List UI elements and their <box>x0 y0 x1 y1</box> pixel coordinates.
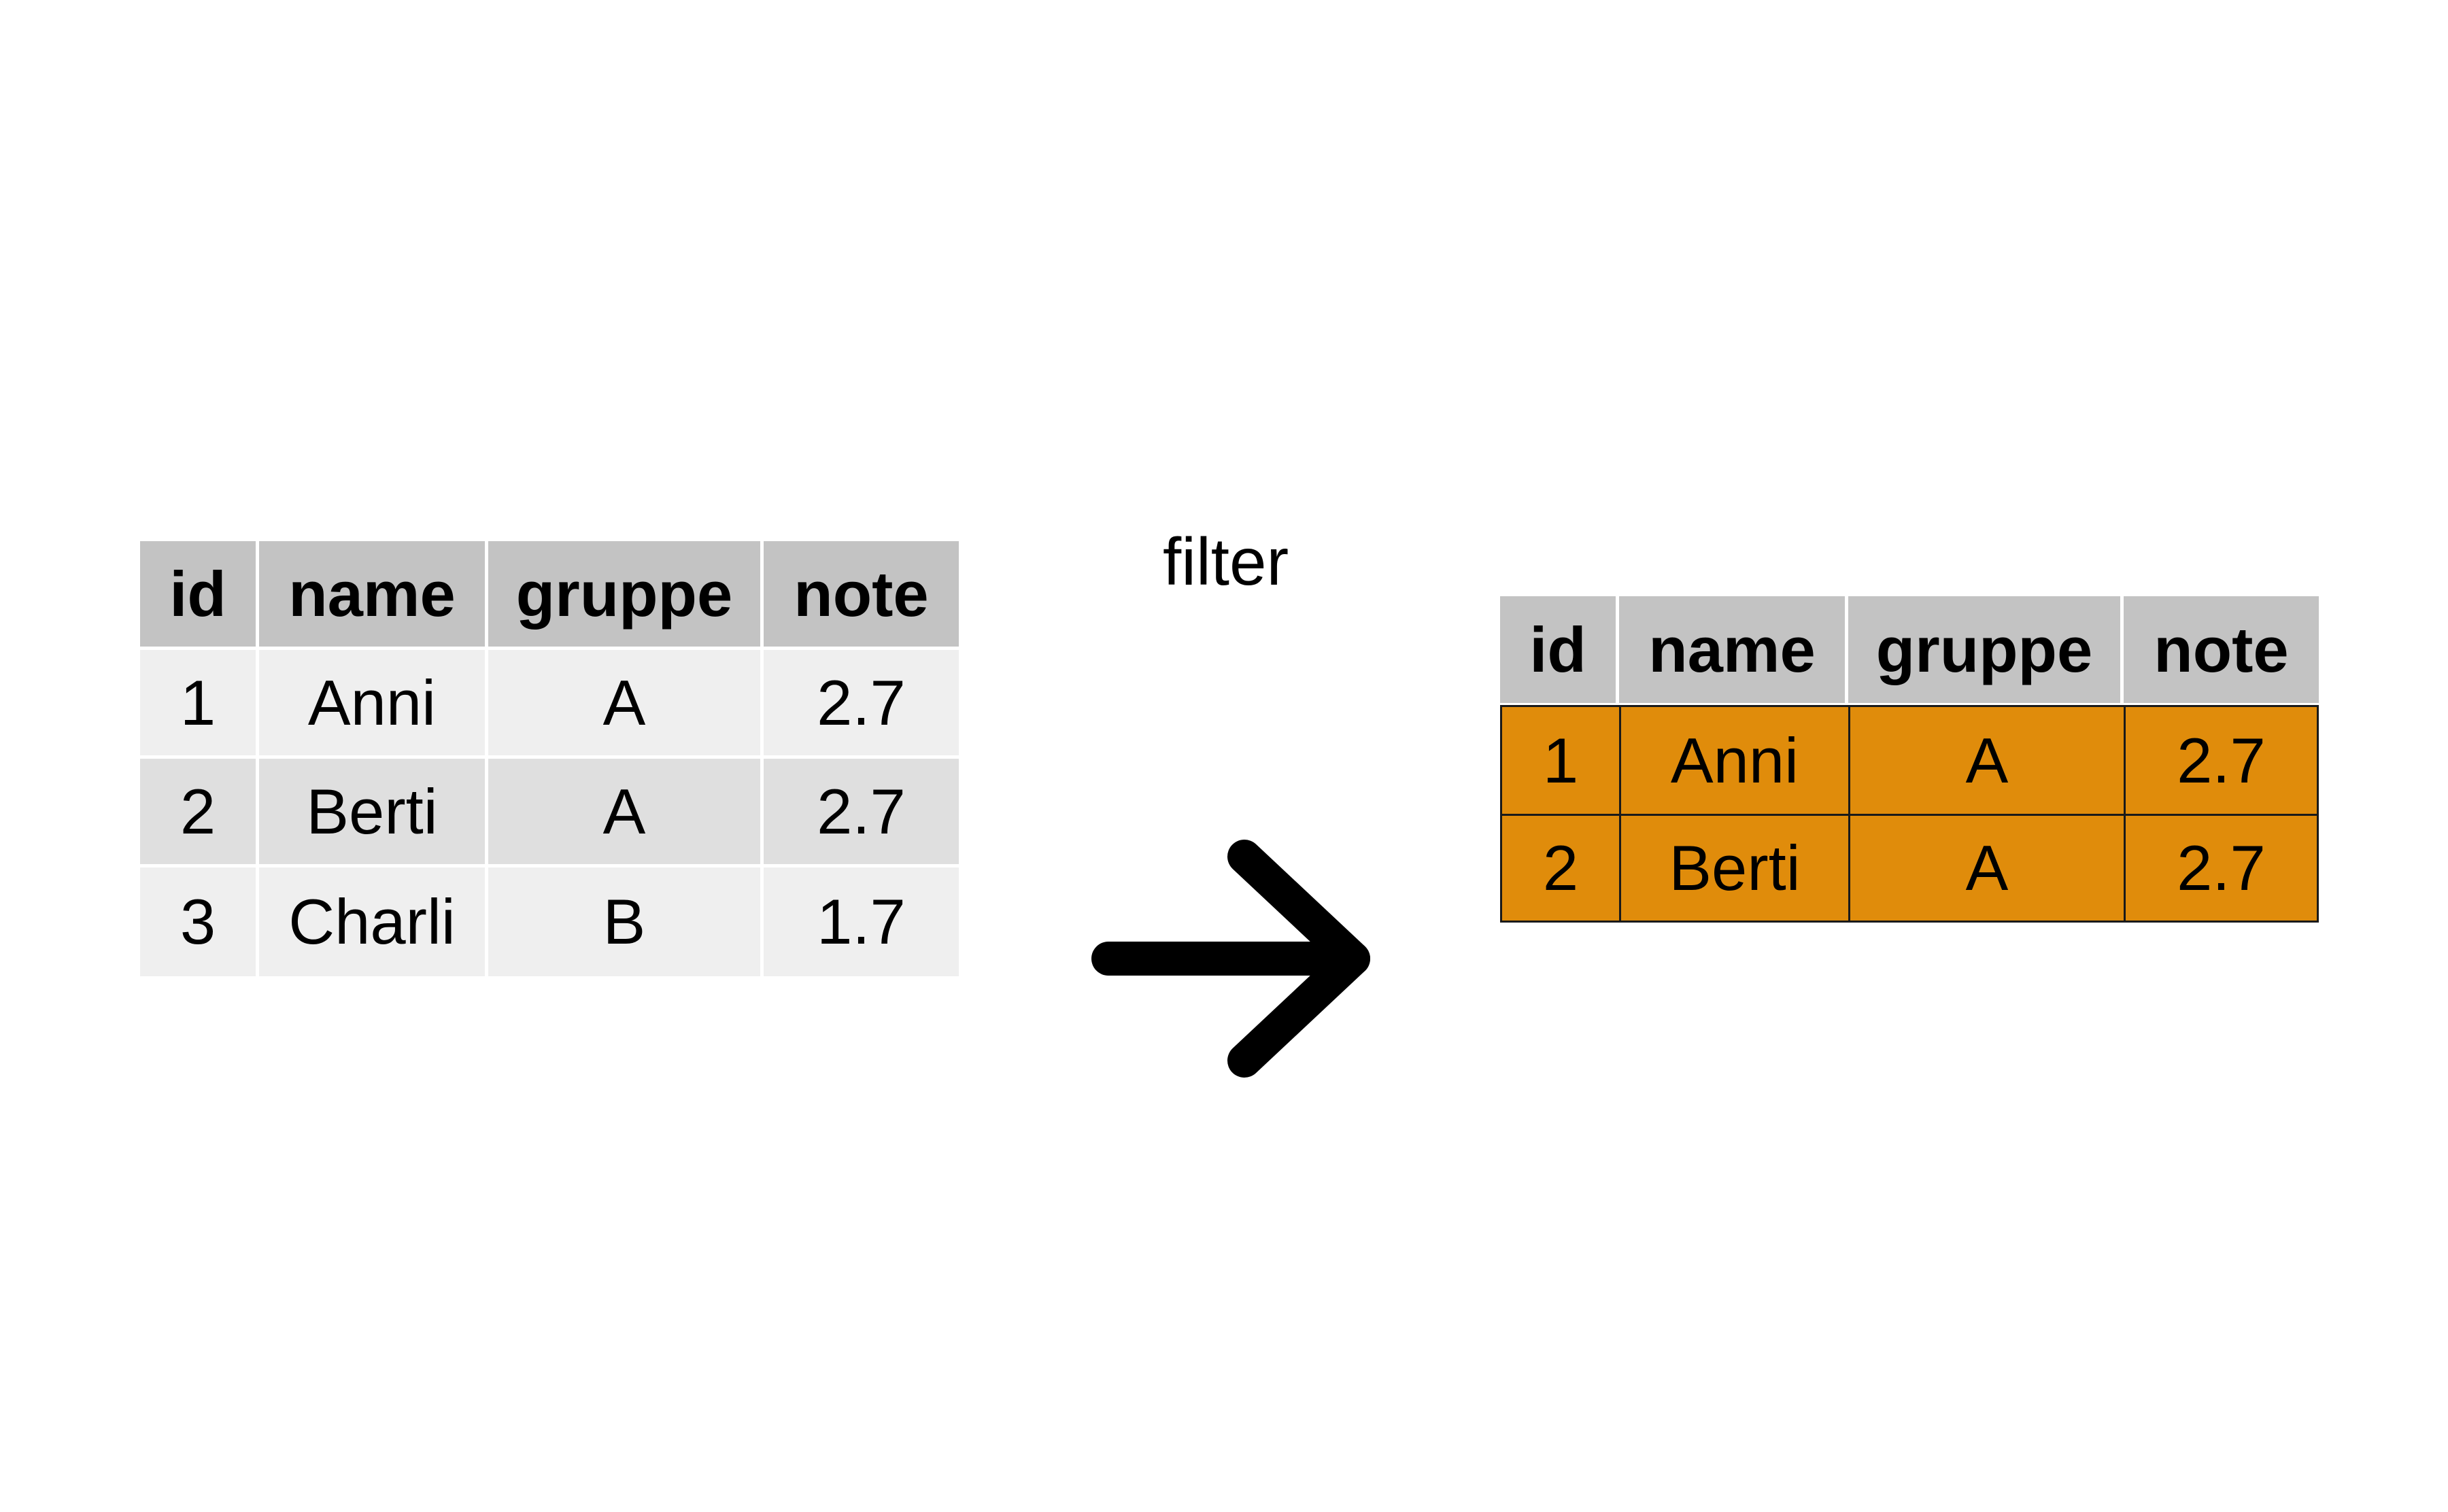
source-cell-gruppe: A <box>488 650 764 759</box>
source-cell-note: 1.7 <box>764 867 959 976</box>
result-header-note: note <box>2124 596 2319 705</box>
source-cell-gruppe: A <box>488 759 764 867</box>
source-cell-gruppe: B <box>488 867 764 976</box>
result-header-gruppe: gruppe <box>1848 596 2124 705</box>
result-header-id: id <box>1500 596 1619 705</box>
result-cell-name: Berti <box>1619 814 1848 923</box>
source-cell-note: 2.7 <box>764 759 959 867</box>
source-cell-note: 2.7 <box>764 650 959 759</box>
source-row: 3 Charli B 1.7 <box>140 867 959 976</box>
source-cell-name: Berti <box>259 759 488 867</box>
arrow-head <box>1227 840 1370 1078</box>
source-cell-id: 3 <box>140 867 259 976</box>
result-cell-gruppe: A <box>1848 705 2124 814</box>
source-row: 1 Anni A 2.7 <box>140 650 959 759</box>
result-row: 1 Anni A 2.7 <box>1500 705 2319 814</box>
result-cell-note: 2.7 <box>2124 814 2319 923</box>
source-header-gruppe: gruppe <box>488 541 764 650</box>
result-cell-name: Anni <box>1619 705 1848 814</box>
operation-label: filter <box>1163 524 1289 599</box>
source-header-note: note <box>764 541 959 650</box>
source-header-id: id <box>140 541 259 650</box>
result-cell-id: 1 <box>1500 705 1619 814</box>
arrow-stroke <box>1091 840 1370 1078</box>
source-cell-id: 1 <box>140 650 259 759</box>
source-cell-id: 2 <box>140 759 259 867</box>
source-header-name: name <box>259 541 488 650</box>
result-row: 2 Berti A 2.7 <box>1500 814 2319 923</box>
result-cell-note: 2.7 <box>2124 705 2319 814</box>
arrow-right-icon <box>1091 840 1370 1078</box>
source-cell-name: Anni <box>259 650 488 759</box>
result-header-name: name <box>1619 596 1848 705</box>
result-header-row: id name gruppe note <box>1500 596 2319 705</box>
result-cell-id: 2 <box>1500 814 1619 923</box>
source-cell-name: Charli <box>259 867 488 976</box>
result-table: id name gruppe note 1 Anni A 2.7 2 Berti… <box>1500 596 2319 923</box>
result-cell-gruppe: A <box>1848 814 2124 923</box>
source-header-row: id name gruppe note <box>140 541 959 650</box>
source-table: id name gruppe note 1 Anni A 2.7 2 Berti… <box>140 541 959 976</box>
source-row: 2 Berti A 2.7 <box>140 759 959 867</box>
